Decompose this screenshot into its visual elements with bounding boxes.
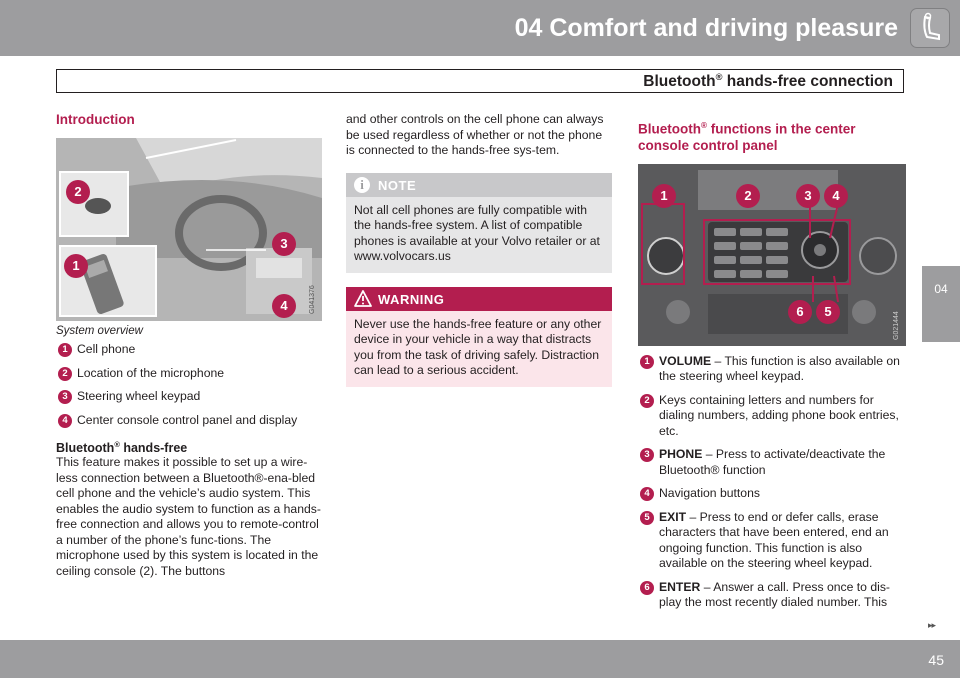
figure-callout-6: 6 <box>788 299 812 324</box>
number-badge: 6 <box>640 580 654 595</box>
introduction-heading: Introduction <box>56 112 135 127</box>
column-notes: and other controls on the cell phone can… <box>346 112 612 387</box>
figure-id: G021444 <box>893 310 900 340</box>
number-badge: 4 <box>640 487 654 501</box>
system-overview-figure: 2 3 1 4 G041376 <box>56 138 322 321</box>
page-number: 45 <box>928 652 944 668</box>
number-badge: 4 <box>58 413 72 428</box>
note-text: Not all cell phones are fully compatible… <box>354 202 600 264</box>
figure-callout-2: 2 <box>66 180 90 204</box>
warning-text: Never use the hands-free feature or any … <box>354 316 602 378</box>
figure-callout-3: 3 <box>272 232 296 256</box>
chapter-side-tab: 04 <box>922 266 960 342</box>
figure-callout-1: 1 <box>64 254 88 278</box>
number-badge: 1 <box>640 354 654 369</box>
figure-callout-3: 3 <box>796 183 820 208</box>
car-interior-illustration <box>56 138 322 321</box>
figure-caption: System overview <box>56 325 143 337</box>
figure-callout-2: 2 <box>736 183 760 208</box>
number-badge: 3 <box>640 448 654 462</box>
note-label: NOTE <box>378 177 417 193</box>
handsfree-body-text: This feature makes it possible to set up… <box>56 455 321 578</box>
continued-body-text: and other controls on the cell phone can… <box>346 112 604 157</box>
number-badge: 2 <box>58 366 72 381</box>
number-badge: 3 <box>58 390 72 404</box>
chapter-title: 04 Comfort and driving pleasure <box>514 14 898 42</box>
warning-triangle-icon <box>354 289 372 307</box>
console-functions-heading: Bluetooth® functions in the center conso… <box>638 121 856 153</box>
figure-callout-4: 4 <box>824 183 848 208</box>
column-introduction: Introduction 2 3 1 4 G041376 System over… <box>56 112 322 579</box>
footer-bar: 45 <box>0 640 960 678</box>
number-badge: 5 <box>640 510 654 525</box>
note-box: i NOTE Not all cell phones are fully com… <box>346 172 612 273</box>
number-badge: 1 <box>58 343 72 357</box>
column-console-functions: Bluetooth® functions in the center conso… <box>638 112 906 619</box>
figure-callout-4: 4 <box>272 294 296 318</box>
center-console-illustration <box>638 163 906 346</box>
section-title: Bluetooth® hands-free connection <box>643 72 893 91</box>
figure-callout-5: 5 <box>816 299 840 324</box>
note-header: i NOTE <box>346 172 612 197</box>
chapter-tab-number: 04 <box>934 282 948 296</box>
seat-icon <box>910 8 950 48</box>
warning-header: WARNING <box>346 286 612 311</box>
figure-id: G041376 <box>309 285 316 314</box>
handsfree-subheading: Bluetooth® hands-free <box>56 440 188 456</box>
info-icon: i <box>354 176 370 193</box>
section-title-box: Bluetooth® hands-free connection <box>56 69 904 93</box>
number-badge: 2 <box>640 393 654 408</box>
continued-arrows-icon: ▸▸ <box>928 620 936 630</box>
warning-label: WARNING <box>378 291 445 307</box>
warning-box: WARNING Never use the hands-free feature… <box>346 286 612 387</box>
figure-callout-1: 1 <box>652 183 676 208</box>
center-console-figure: 1 2 3 4 6 5 G021444 <box>638 163 906 346</box>
header-bar: 04 Comfort and driving pleasure <box>0 0 960 56</box>
